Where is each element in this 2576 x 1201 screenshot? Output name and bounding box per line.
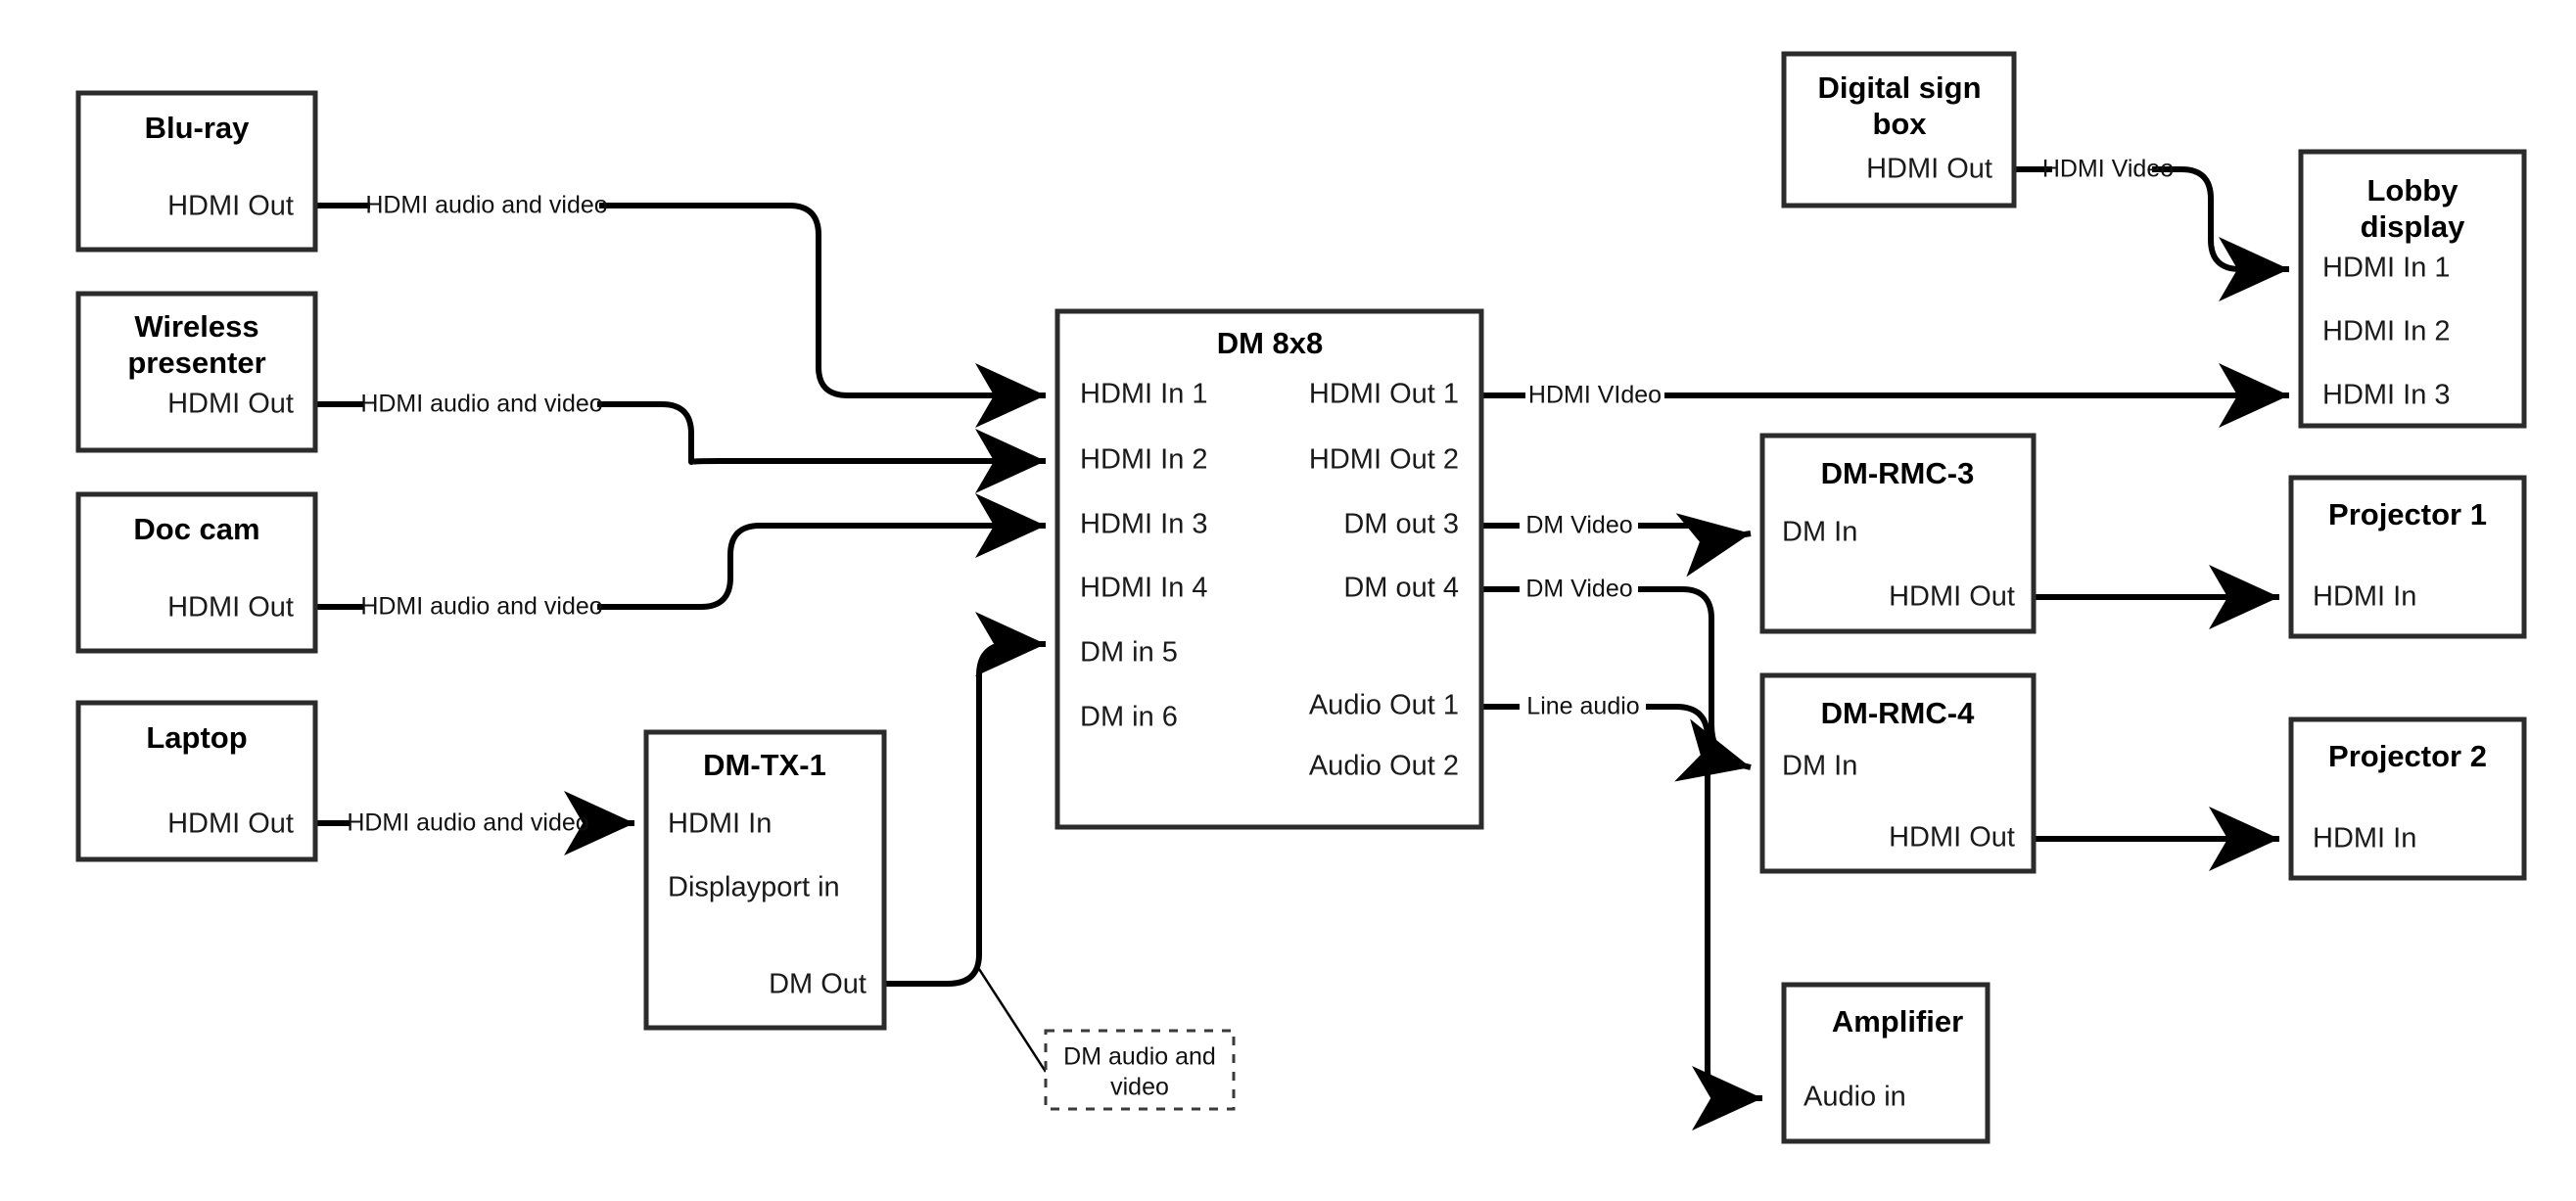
dm-tx-1-port-hdmi-in: HDMI In: [668, 808, 772, 840]
lobby-display-port-hdmi-in-1: HDMI In 1: [2322, 253, 2451, 284]
link-dmtx-to-dm-in-5: [884, 612, 1048, 1073]
node-wireless-presenter[interactable]: Wireless presenter HDMI Out: [75, 291, 318, 453]
link-wireless-to-dm-hdmi-in-2: HDMI audio and video: [315, 391, 1046, 493]
amplifier-box[interactable]: [1781, 982, 1991, 1144]
bluray-title: Blu-ray: [145, 111, 251, 145]
lobby-display-port-hdmi-in-3: HDMI In 3: [2322, 380, 2451, 411]
projector-2-title: Projector 2: [2328, 739, 2487, 773]
dm-rmc-3-box[interactable]: [1759, 433, 2037, 634]
link-dm-audioout1-to-amplifier: Line audio: [1481, 693, 1762, 1131]
projector-1-port-hdmi-in: HDMI In: [2313, 581, 2416, 613]
link-digitalsign-to-lobby-hdmi-in-1: HDMI Video: [2014, 156, 2289, 301]
link-dm-dmout3-to-rmc3: DM Video: [1481, 512, 1752, 577]
lobby-display-box[interactable]: [2298, 149, 2527, 429]
bluray-port-hdmi-out: HDMI Out: [167, 191, 294, 222]
edge-label-hdmi-video-lobby: HDMI VIdeo: [1528, 382, 1662, 409]
dm-8x8-output-audio-out-2: Audio Out 2: [1309, 751, 1459, 782]
dm-rmc-4-box[interactable]: [1759, 672, 2037, 874]
dm-8x8-output-audio-out-1: Audio Out 1: [1309, 690, 1459, 721]
dm-8x8-output-dm-out-3: DM out 3: [1343, 509, 1459, 540]
lobby-display-port-hdmi-in-2: HDMI In 2: [2322, 316, 2451, 347]
wireless-presenter-title-line2: presenter: [127, 346, 265, 380]
dm-rmc-3-port-dm-in: DM In: [1782, 517, 1857, 548]
wireless-presenter-port-hdmi-out: HDMI Out: [167, 389, 294, 420]
dm-8x8-input-hdmi-in-1: HDMI In 1: [1080, 379, 1208, 410]
dm-rmc-3-port-hdmi-out: HDMI Out: [1889, 581, 2015, 613]
digital-sign-title-line1: Digital sign: [1817, 70, 1981, 105]
dm-8x8-output-hdmi-out-1: HDMI Out 1: [1309, 379, 1459, 410]
laptop-port-hdmi-out: HDMI Out: [167, 808, 294, 840]
edge-label-bluray: HDMI audio and video: [365, 192, 607, 219]
dm-tx-1-port-dm-out: DM Out: [769, 969, 866, 1000]
dm-8x8-title: DM 8x8: [1217, 326, 1324, 360]
laptop-box[interactable]: [75, 700, 318, 862]
dm-rmc-3-title: DM-RMC-3: [1821, 456, 1975, 490]
doc-cam-title: Doc cam: [133, 512, 259, 546]
dm-8x8-input-dm-in-5: DM in 5: [1080, 637, 1178, 669]
projector-2-port-hdmi-in: HDMI In: [2313, 823, 2416, 855]
callout-line1: DM audio and: [1063, 1043, 1216, 1071]
edge-label-hdmi-video-sign: HDMI Video: [2042, 156, 2174, 183]
dm-tx-1-port-displayport-in: Displayport in: [668, 872, 840, 903]
projector-1-box[interactable]: [2288, 475, 2527, 639]
edge-label-laptop: HDMI audio and video: [347, 809, 588, 837]
amplifier-port-audio-in: Audio in: [1803, 1082, 1906, 1113]
dm-8x8-input-hdmi-in-4: HDMI In 4: [1080, 573, 1208, 604]
edge-label-dm-video-4: DM Video: [1525, 576, 1632, 603]
node-projector-1[interactable]: Projector 1 HDMI In: [2288, 475, 2527, 639]
callout-line2: video: [1110, 1074, 1169, 1101]
dm-8x8-input-dm-in-6: DM in 6: [1080, 702, 1178, 733]
node-dm-rmc-4[interactable]: DM-RMC-4 DM In HDMI Out: [1759, 672, 2037, 874]
digital-sign-box-rect[interactable]: [1781, 51, 2017, 208]
doc-cam-box[interactable]: [75, 491, 318, 654]
projector-1-title: Projector 1: [2328, 497, 2487, 531]
amplifier-title: Amplifier: [1832, 1004, 1963, 1039]
callout-box: [1044, 1029, 1236, 1111]
digital-sign-title-line2: box: [1872, 107, 1927, 141]
lobby-display-title-line1: Lobby: [2367, 173, 2459, 208]
wireless-presenter-box[interactable]: [75, 291, 318, 453]
node-lobby-display[interactable]: Lobby display HDMI In 1 HDMI In 2 HDMI I…: [2298, 149, 2527, 429]
node-projector-2[interactable]: Projector 2 HDMI In: [2288, 716, 2527, 881]
callout-dm-audio-and-video: DM audio and video: [1044, 1029, 1236, 1111]
dm-rmc-4-port-hdmi-out: HDMI Out: [1889, 822, 2015, 854]
edge-label-wireless: HDMI audio and video: [360, 391, 602, 418]
node-laptop[interactable]: Laptop HDMI Out: [75, 700, 318, 862]
dm-8x8-input-hdmi-in-3: HDMI In 3: [1080, 509, 1208, 540]
node-amplifier[interactable]: Amplifier Audio in: [1781, 982, 1991, 1144]
dm-8x8-input-hdmi-in-2: HDMI In 2: [1080, 444, 1208, 476]
node-dm-8x8[interactable]: DM 8x8 HDMI In 1 HDMI In 2 HDMI In 3 HDM…: [1054, 308, 1484, 830]
edge-label-line-audio: Line audio: [1526, 693, 1639, 720]
node-dm-rmc-3[interactable]: DM-RMC-3 DM In HDMI Out: [1759, 433, 2037, 634]
link-laptop-to-dmtx: HDMI audio and video: [315, 791, 634, 855]
digital-sign-port-hdmi-out: HDMI Out: [1866, 154, 1992, 185]
bluray-box[interactable]: [75, 90, 318, 253]
node-dm-tx-1[interactable]: DM-TX-1 HDMI In Displayport in DM Out: [643, 729, 887, 1031]
edge-label-doccam: HDMI audio and video: [360, 593, 602, 621]
dm-8x8-output-dm-out-4: DM out 4: [1343, 573, 1459, 604]
dm-8x8-output-hdmi-out-2: HDMI Out 2: [1309, 444, 1459, 476]
link-bluray-to-dm-hdmi-in-1: HDMI audio and video: [315, 192, 1046, 428]
projector-2-box[interactable]: [2288, 716, 2527, 881]
edge-label-dm-video-3: DM Video: [1525, 512, 1632, 539]
link-dm-dmout4-to-rmc4: DM Video: [1481, 576, 1752, 782]
link-dm-hdmiout1-to-lobby-hdmi-in-3: HDMI VIdeo: [1481, 363, 2289, 428]
link-doccam-to-dm-hdmi-in-3: HDMI audio and video: [315, 493, 1046, 621]
node-digital-sign-box[interactable]: Digital sign box HDMI Out: [1781, 51, 2017, 208]
node-doc-cam[interactable]: Doc cam HDMI Out: [75, 491, 318, 654]
lobby-display-title-line2: display: [2361, 209, 2466, 244]
doc-cam-port-hdmi-out: HDMI Out: [167, 592, 294, 624]
dm-tx-1-box[interactable]: [643, 729, 887, 1031]
node-bluray[interactable]: Blu-ray HDMI Out: [75, 90, 318, 253]
dm-rmc-4-title: DM-RMC-4: [1821, 696, 1975, 730]
laptop-title: Laptop: [146, 720, 247, 755]
dm-tx-1-title: DM-TX-1: [703, 748, 826, 782]
dm-8x8-box[interactable]: [1054, 308, 1484, 830]
wireless-presenter-title-line1: Wireless: [134, 309, 258, 344]
dm-rmc-4-port-dm-in: DM In: [1782, 751, 1857, 782]
